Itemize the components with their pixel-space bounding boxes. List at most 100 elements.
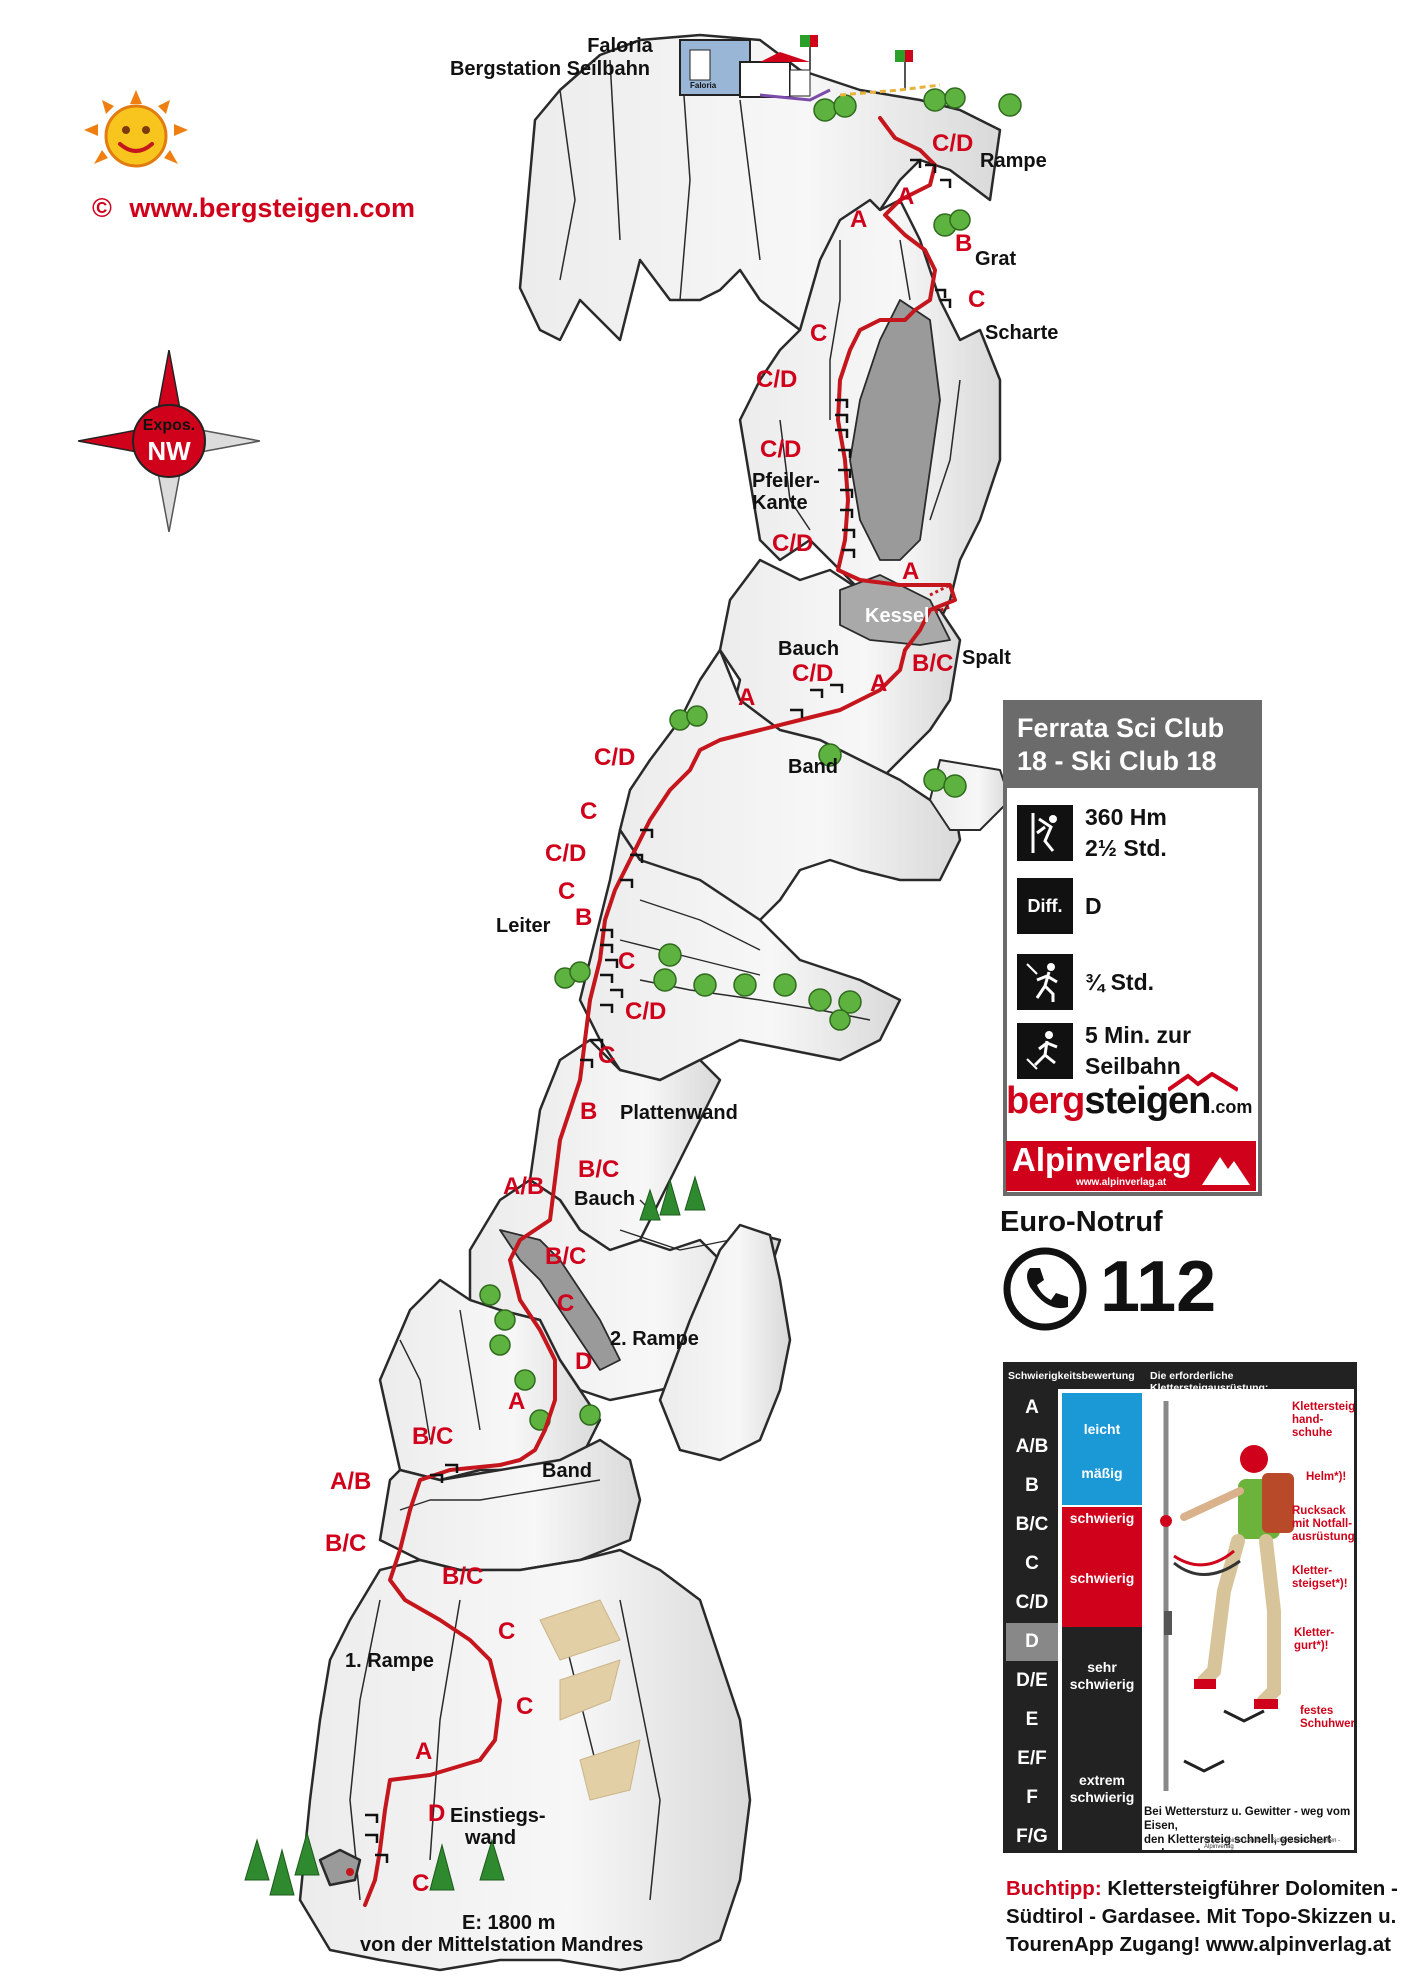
book-tip: Buchtipp: Klettersteigführer Dolomiten -… — [1006, 1875, 1401, 1959]
equip-gurt: Kletter- gurt*)! — [1294, 1627, 1334, 1653]
difficulty-value: D — [1085, 892, 1102, 919]
grade-label: C — [516, 1693, 534, 1720]
label-band-top: Band — [788, 756, 838, 778]
grade-cell: B/C — [1015, 1514, 1049, 1535]
grade-label: B/C — [325, 1530, 367, 1557]
label-kessel: Kessel — [865, 605, 930, 627]
grade-label: A — [415, 1738, 433, 1765]
grade-label: C/D — [625, 998, 667, 1025]
grade-label: C/D — [760, 436, 802, 463]
grade-cell: E/F — [1017, 1748, 1047, 1769]
alpinverlag-name: Alpinverlag — [1012, 1141, 1192, 1178]
grade-column: A A/B B B/C C C/D D D/E E E/F F F/G — [1006, 1389, 1058, 1850]
label-grat: Grat — [975, 248, 1017, 270]
equip-sack-2: mit Notfall- — [1292, 1518, 1353, 1530]
equip-set-2: steigset*)! — [1292, 1578, 1348, 1590]
grade-cell: A/B — [1015, 1436, 1049, 1457]
book-tip-label: Buchtipp: — [1006, 1877, 1102, 1900]
weather-warning-1: Bei Wettersturz u. Gewitter - weg vom Ei… — [1144, 1806, 1351, 1832]
alpinverlag-url: www.alpinverlag.at — [1076, 1177, 1167, 1188]
equip-shoes-1: festes — [1300, 1705, 1334, 1717]
station-title: Faloria — [587, 35, 653, 57]
mountain-logo-icon — [1168, 1072, 1238, 1092]
label-bauch-mid: Bauch — [574, 1188, 636, 1210]
grade-cell: D/E — [1016, 1670, 1048, 1691]
label-start-2: von der Mittelstation Mandres — [360, 1934, 644, 1956]
grade-label: C — [598, 1042, 616, 1069]
descent-line-2: Seilbahn — [1085, 1053, 1181, 1079]
bergsteigen-logo: bergsteigen.com — [1006, 1080, 1252, 1123]
grade-label: B/C — [412, 1423, 454, 1450]
logo-part-com: .com — [1210, 1097, 1253, 1117]
band-maessig: mäßig — [1062, 1465, 1142, 1505]
grade-label: B — [580, 1098, 598, 1125]
grade-label: A — [902, 558, 920, 585]
equip-shoes: festes Schuhwerk — [1300, 1705, 1357, 1731]
band-schwierig-1: schwierig — [1062, 1507, 1142, 1529]
card-title: Ferrata Sci Club 18 - Ski Club 18 — [1007, 704, 1258, 788]
ascent-height: 360 Hm — [1085, 804, 1167, 830]
legend-header-left: Schwierigkeitsbewertung — [1008, 1370, 1135, 1382]
equip-gloves-1: Klettersteig- — [1292, 1401, 1357, 1413]
label-rampe: Rampe — [980, 150, 1047, 172]
grade-label: A — [850, 206, 868, 233]
copyright-symbol: © — [92, 193, 112, 223]
grade-cell: C/D — [1015, 1592, 1049, 1613]
equip-set: Kletter- steigset*)! — [1292, 1565, 1348, 1591]
sun-logo-icon — [84, 90, 188, 168]
pine-trees — [244, 1175, 706, 1896]
emergency-number: 112 — [1100, 1247, 1217, 1327]
iron-rungs — [365, 158, 952, 1863]
vegetation — [479, 87, 1022, 1431]
descent-line-1: 5 Min. zur — [1085, 1022, 1192, 1048]
grade-label: C — [558, 878, 576, 905]
equip-gloves-2: hand- — [1292, 1414, 1324, 1426]
grade-cell-selected: D — [1006, 1623, 1058, 1661]
compass-icon — [78, 350, 260, 532]
grade-cell: F — [1026, 1787, 1038, 1808]
grade-cell: F/G — [1016, 1826, 1048, 1847]
legend-header: Schwierigkeitsbewertung Die erforderlich… — [1006, 1365, 1354, 1394]
grade-label: A — [870, 670, 888, 697]
route-info-card: Ferrata Sci Club 18 - Ski Club 18 360 Hm… — [1003, 700, 1262, 1196]
legend-credit: Grafik: Alpines Lehrbuch Sicher Kletters… — [1204, 1838, 1341, 1850]
grade-label: C/D — [932, 130, 974, 157]
logo-part-a: berg — [1006, 1080, 1085, 1122]
station-sign: Faloria — [690, 81, 717, 90]
grade-label: C — [618, 948, 636, 975]
grade-label: A — [508, 1388, 526, 1415]
weather-warning: Bei Wettersturz u. Gewitter - weg vom Ei… — [1144, 1805, 1354, 1850]
grade-cell: B — [1025, 1475, 1039, 1496]
compass-label-dir: NW — [147, 436, 191, 466]
label-scharte: Scharte — [985, 322, 1059, 344]
grade-label: D — [428, 1800, 446, 1827]
ascent-time: 2½ Std. — [1085, 835, 1167, 861]
phone-icon — [1003, 1247, 1087, 1331]
band-extrem-schwierig: extrem schwierig — [1062, 1725, 1142, 1850]
copyright-url: www.bergsteigen.com — [129, 193, 415, 223]
approach-icon — [1017, 954, 1073, 1010]
equip-sack: Rucksack mit Notfall- ausrüstung — [1292, 1505, 1354, 1544]
equip-gurt-2: gurt*)! — [1294, 1640, 1329, 1652]
equip-set-1: Kletter- — [1292, 1565, 1333, 1577]
label-einstieg-1: Einstiegs- — [450, 1805, 546, 1827]
band-leicht: leicht — [1062, 1393, 1142, 1465]
grade-label: A — [738, 684, 756, 711]
label-pfeiler-2: Kante — [752, 492, 808, 514]
approach-time: ¾ Std. — [1085, 968, 1155, 995]
equip-shoes-2: Schuhwerk — [1300, 1718, 1357, 1730]
band-schwierig-2: schwierig — [1062, 1529, 1142, 1627]
band-sehr-schwierig: sehr schwierig — [1062, 1627, 1142, 1725]
grade-label: C — [580, 798, 598, 825]
grade-label: C/D — [545, 840, 587, 867]
grade-cell: A — [1025, 1397, 1039, 1418]
difficulty-icon: Diff. — [1017, 878, 1073, 934]
label-einstieg-2: wand — [465, 1827, 517, 1849]
label-spalt: Spalt — [962, 647, 1011, 669]
grade-label: C — [412, 1870, 430, 1897]
label-pfeiler-1: Pfeiler- — [752, 470, 820, 492]
equip-sack-1: Rucksack — [1292, 1505, 1346, 1517]
grade-label: A/B — [330, 1468, 372, 1495]
book-tip-text: Klettersteigführer Dolomiten - Südtirol … — [1006, 1877, 1398, 1956]
grade-label: C — [557, 1290, 575, 1317]
